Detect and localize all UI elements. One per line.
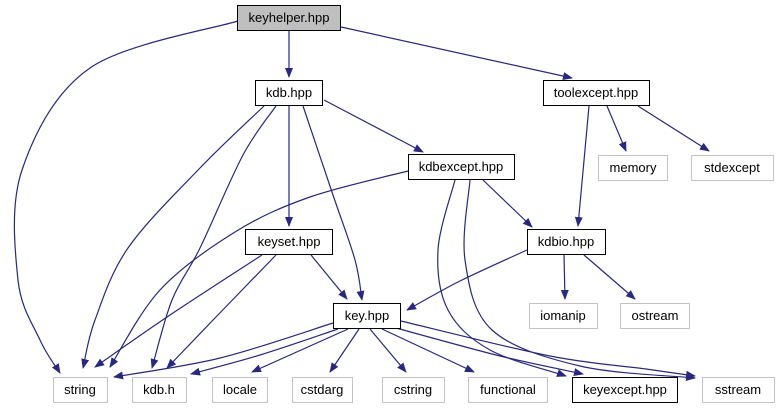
node-locale: locale xyxy=(212,377,268,403)
edge-keyhelper-to-string xyxy=(13,20,239,374)
edge-keyset-to-kdb-h xyxy=(166,254,277,369)
edge-keyset-to-key xyxy=(310,254,348,300)
edge-kdbexcept-to-keyexcept xyxy=(437,179,567,377)
node-toolexcept[interactable]: toolexcept.hpp xyxy=(542,80,650,106)
edge-key-to-cstdarg xyxy=(329,328,360,373)
node-kdb-h: kdb.h xyxy=(131,377,187,403)
edge-toolexcept-to-stdexcept xyxy=(637,105,710,152)
edge-kdbio-to-ostream xyxy=(583,254,636,300)
edge-kdbio-to-key xyxy=(406,249,528,311)
node-kdbexcept[interactable]: kdbexcept.hpp xyxy=(407,154,515,180)
node-ostream: ostream xyxy=(620,303,690,329)
edge-key-to-functional xyxy=(381,328,475,373)
node-cstring: cstring xyxy=(381,377,445,403)
node-keyset[interactable]: keyset.hpp xyxy=(245,229,333,255)
edge-key-to-string xyxy=(113,322,334,380)
node-functional: functional xyxy=(468,377,548,403)
edge-keyset-to-string xyxy=(94,254,263,368)
node-kdbio[interactable]: kdbio.hpp xyxy=(526,229,606,255)
node-keyhelper: keyhelper.hpp xyxy=(237,5,341,31)
edge-kdb-hpp-to-string xyxy=(81,105,265,369)
edge-key-to-keyexcept xyxy=(395,327,584,377)
edge-key-to-cstring xyxy=(369,328,407,373)
edge-kdbexcept-to-string xyxy=(109,170,409,368)
node-key[interactable]: key.hpp xyxy=(333,303,401,329)
edge-key-to-kdb-h xyxy=(190,328,339,376)
node-stdexcept: stdexcept xyxy=(690,155,774,181)
edge-kdbexcept-to-sstream xyxy=(463,179,696,382)
edge-kdb-hpp-to-kdbexcept xyxy=(323,99,424,153)
edge-toolexcept-to-memory xyxy=(606,105,627,152)
edge-key-to-locale xyxy=(251,328,349,373)
edge-toolexcept-to-kdbio xyxy=(574,105,590,227)
edge-keyhelper-to-toolexcept xyxy=(340,26,573,80)
node-memory: memory xyxy=(598,155,668,181)
node-sstream: sstream xyxy=(701,377,775,403)
edge-kdbexcept-to-kdbio xyxy=(482,179,533,228)
node-cstdarg: cstdarg xyxy=(291,377,353,403)
node-keyexcept[interactable]: keyexcept.hpp xyxy=(572,377,678,403)
node-kdb-hpp[interactable]: kdb.hpp xyxy=(255,80,323,106)
node-iomanip: iomanip xyxy=(528,303,598,329)
edge-kdb-hpp-to-kdb-h xyxy=(150,105,277,369)
node-string: string xyxy=(52,377,108,403)
edge-key-to-sstream xyxy=(400,320,696,379)
edge-kdbio-to-iomanip xyxy=(560,254,569,300)
edge-kdb-hpp-to-key xyxy=(302,105,365,301)
